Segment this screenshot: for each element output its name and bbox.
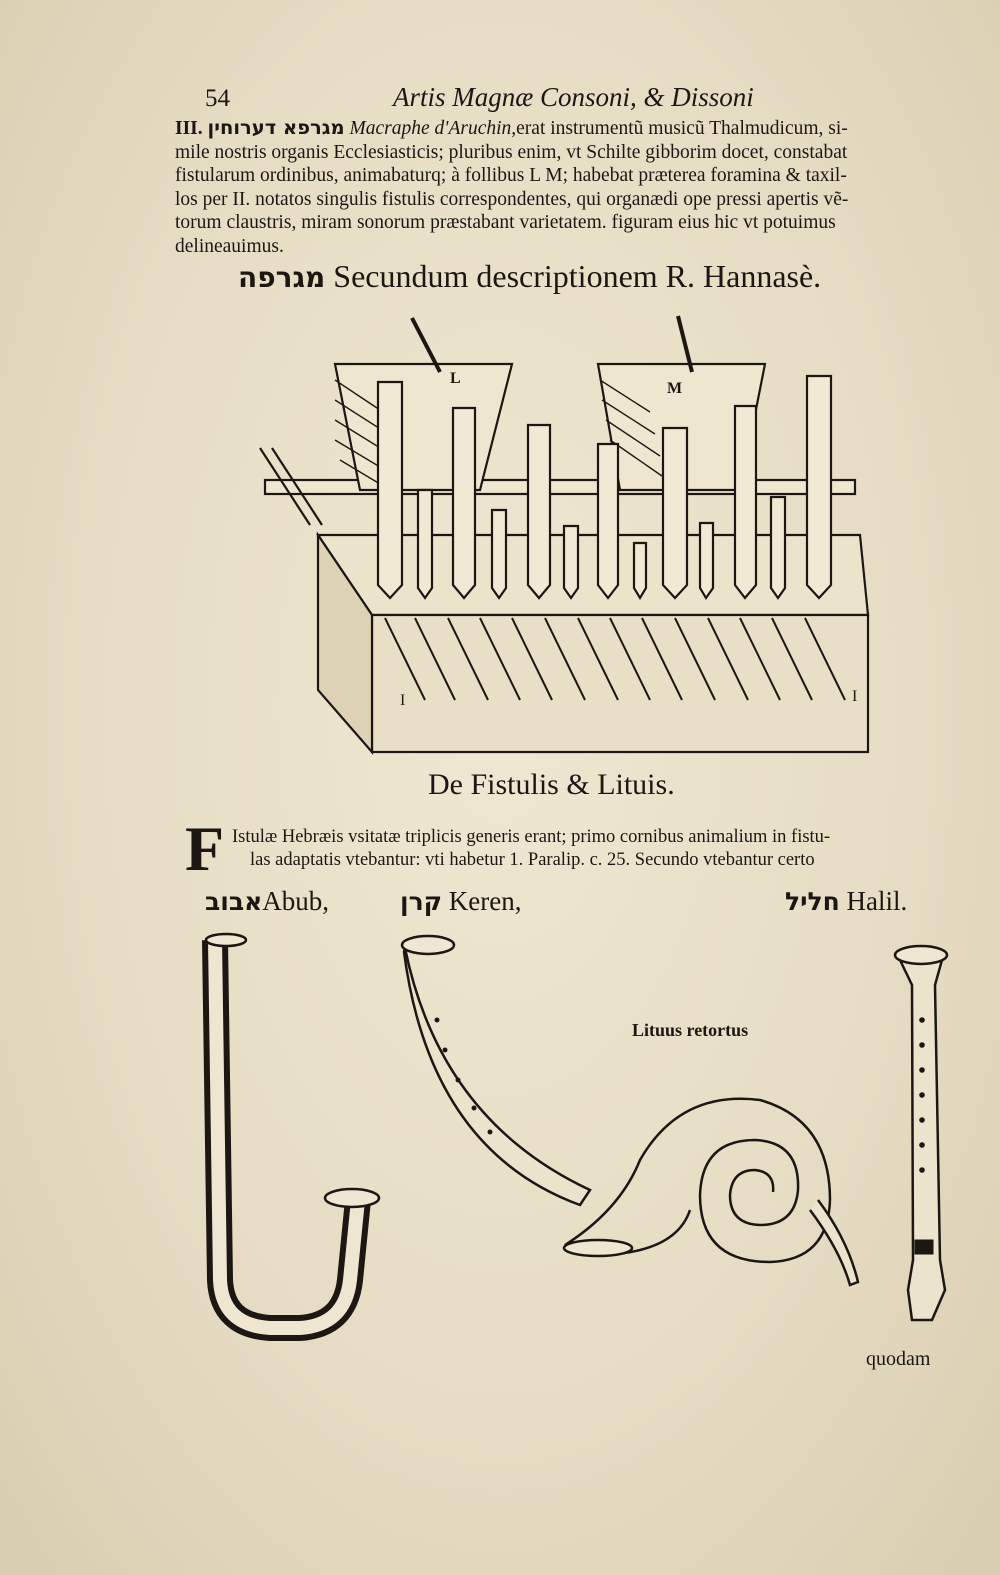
catchword: quodam	[866, 1348, 931, 1370]
latin-term: Macraphe d'Aruchin,	[349, 118, 517, 139]
bellows-label-m: M	[667, 380, 683, 397]
running-header: 54 Artis Magnæ Consoni, & Dissoni	[205, 82, 805, 113]
instrument-latin: Keren,	[448, 886, 522, 916]
instrument-hebrew: קרן	[400, 887, 443, 916]
page-number: 54	[205, 85, 230, 112]
paragraph-fistulae-line1: Istulæ Hebræis vsitatæ triplicis generis…	[232, 827, 831, 847]
section-numeral: III.	[175, 118, 203, 139]
instrument-hebrew: חליל	[785, 887, 840, 916]
instrument-hebrew: אבוב	[205, 887, 263, 916]
text-line: delineauimus.	[175, 235, 284, 257]
hebrew-term: מגרפא דערוחין	[207, 116, 345, 139]
keys-label-left: I	[400, 692, 406, 709]
drop-cap: F	[185, 813, 225, 884]
running-title: Artis Magnæ Consoni, & Dissoni	[393, 82, 754, 112]
text-line: mile nostris organis Ecclesiasticis; plu…	[175, 141, 848, 163]
caption-text: Secundum descriptionem R. Hannasè.	[333, 258, 822, 294]
bellows-label-l: L	[450, 370, 461, 387]
paragraph-macraphe: III. מגרפא דערוחין Macraphe d'Aruchin,er…	[175, 116, 965, 259]
caption-hebrew: מגרפה	[238, 261, 326, 294]
instrument-abub: אבובAbub,	[205, 886, 329, 917]
paragraph-fistulae-line2: las adaptatis vtebantur: vti habetur 1. …	[250, 850, 815, 870]
keys-label-right: I	[852, 688, 858, 705]
instrument-latin: Halil.	[846, 886, 908, 916]
text-line: los per II. notatos singulis fistulis co…	[175, 188, 849, 210]
instrument-latin: Abub,	[262, 886, 330, 916]
text-line: torum claustris, miram sonorum præstaban…	[175, 212, 836, 234]
section-heading: De Fistulis & Lituis.	[428, 768, 675, 801]
instrument-keren: קרן Keren,	[400, 886, 522, 917]
text-line: erat instrumentũ musicũ Thalmudicum, si-	[516, 118, 848, 139]
instrument-halil: חליל Halil.	[785, 886, 907, 917]
text-line: fistularum ordinibus, animabaturq; à fol…	[175, 165, 847, 187]
figure-caption: מגרפה Secundum descriptionem R. Hannasè.	[238, 258, 918, 295]
lituus-label: Lituus retortus	[632, 1020, 749, 1040]
